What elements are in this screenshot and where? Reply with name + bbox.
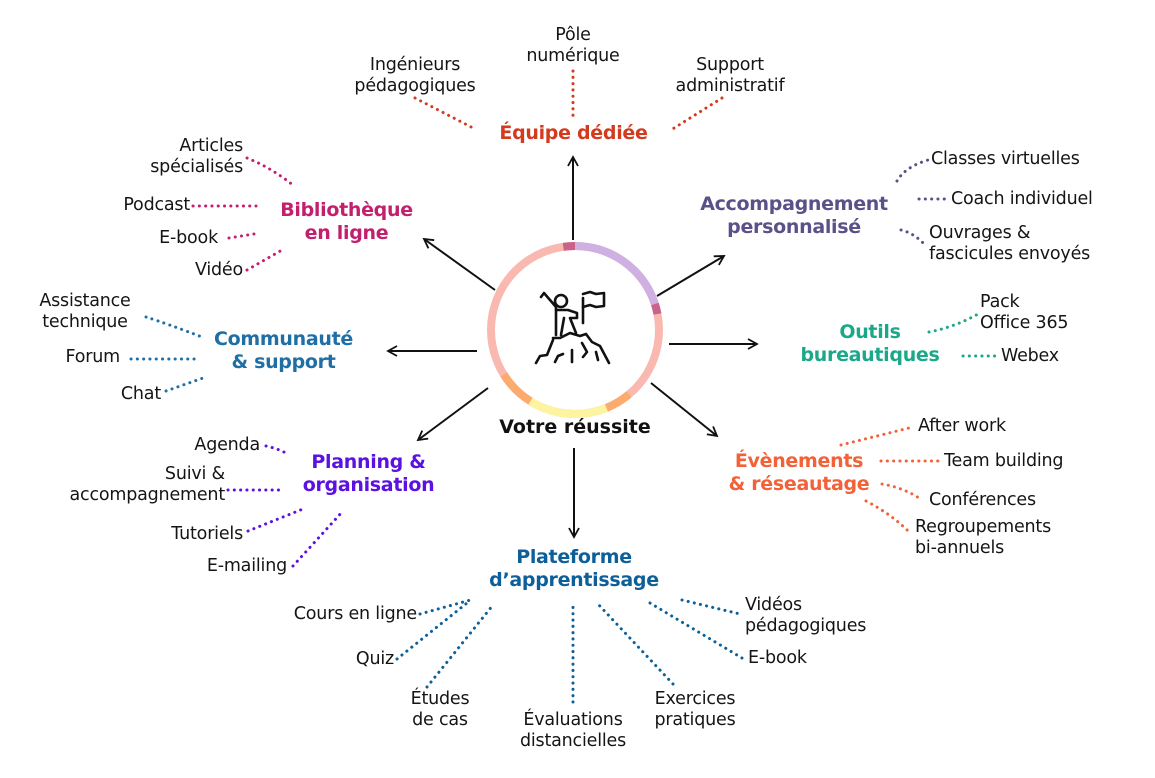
item-videos-pedagogiques: Vidéos pédagogiques [745,595,867,636]
item-coach-individuel: Coach individuel [951,189,1093,209]
item-tutoriels: Tutoriels [171,524,243,544]
connector-video [245,248,284,272]
item-support-administratif: Support administratif [675,55,785,96]
heading-communaute: Communauté & support [214,328,353,373]
item-ouvrages-fascicules: Ouvrages & fascicules envoyés [929,223,1091,264]
item-classes-virtuelles: Classes virtuelles [931,149,1080,169]
item-evaluations-distancielles: Évaluations distancielles [519,710,627,751]
arrow-to-planning [416,387,489,442]
item-team-building: Team building [944,451,1064,471]
item-webex: Webex [1001,346,1059,366]
heading-planning: Planning & organisation [302,451,435,496]
connector-videos [680,598,742,616]
connector-afterwork [839,425,915,447]
connector-quiz [395,601,469,661]
item-ebook-bibliotheque: E-book [159,228,218,248]
item-quiz: Quiz [355,649,394,669]
heading-accompagnement: Accompagnement personnalisé [700,193,888,238]
connector-etudes [425,603,495,689]
connector-classes [895,158,930,183]
item-conferences: Conférences [929,490,1036,510]
connectors-communaute [129,315,208,393]
connectors-plateforme [395,597,744,704]
connector-articles [245,156,296,188]
arrow-to-evenements [650,382,719,438]
item-suivi-accompagnement: Suivi & accompagnement [69,464,226,505]
ring-segment-purple [574,242,659,306]
connector-emailing [291,509,345,568]
connector-ebook-lib [227,231,262,240]
dotted-connectors [129,69,997,704]
connector-agenda [264,444,291,457]
heading-bibliotheque: Bibliothèque en ligne [280,199,413,244]
center-ring [487,241,663,418]
item-exercices-pratiques: Exercices pratiques [654,689,736,730]
item-after-work: After work [918,416,1006,436]
connectors-equipe [413,69,724,132]
connectors-planning [226,444,345,568]
item-chat: Chat [120,384,161,404]
ring-segment-orange-left [500,372,533,405]
item-video: Vidéo [194,260,243,280]
item-agenda: Agenda [194,435,260,455]
item-articles-specialises: Articles spécialisés [150,136,243,177]
connector-conferences [880,482,924,502]
arrow-to-bibliotheque [422,237,496,291]
ring-segment-magenta-top [562,241,576,251]
connector-ingenieurs [413,96,477,131]
connectors-outils [927,312,997,358]
connector-tutoriels [246,507,305,533]
ring-segment-orange-right [604,391,632,412]
connector-ebook [648,601,744,660]
heading-equipe: Équipe dédiée [499,122,648,144]
item-assistance-technique: Assistance technique [39,291,131,332]
connector-exercices [595,601,675,686]
connector-regroupements [864,499,913,536]
connector-support [669,96,724,132]
connector-ouvrages [899,228,927,247]
item-cours-en-ligne: Cours en ligne [293,604,417,624]
connectors-evenements [839,425,942,536]
item-forum: Forum [65,347,121,367]
connector-cours [418,597,476,616]
heading-outils: Outils bureautiques [800,321,940,366]
item-pack-office: Pack Office 365 [980,292,1069,333]
item-pole-numerique: Pôle numérique [526,25,620,66]
heading-evenements: Évènements & réseautage [728,450,870,495]
item-podcast: Podcast [123,195,190,215]
connector-pack [927,312,980,334]
item-regroupements: Regroupements bi-annuels [915,517,1052,558]
item-e-mailing: E-mailing [206,556,287,576]
connectors-accompagnement [895,158,950,247]
connector-assistance [144,315,204,339]
item-ebook-plateforme: E-book [748,648,807,668]
center-title: Votre réussite [499,416,651,438]
arrow-to-accompagnement [656,255,726,297]
climber-with-flag-icon [534,290,611,365]
connectors-bibliotheque [191,156,296,272]
ring-segment-yellow [528,397,608,418]
branch-arrows [386,155,759,539]
connector-chat [164,375,208,393]
item-ingenieurs-pedagogiques: Ingénieurs pédagogiques [354,55,476,96]
item-etudes-de-cas: Études de cas [410,689,470,730]
heading-plateforme: Plateforme d’apprentissage [489,546,659,591]
ring-segment-magenta-right [651,302,662,315]
